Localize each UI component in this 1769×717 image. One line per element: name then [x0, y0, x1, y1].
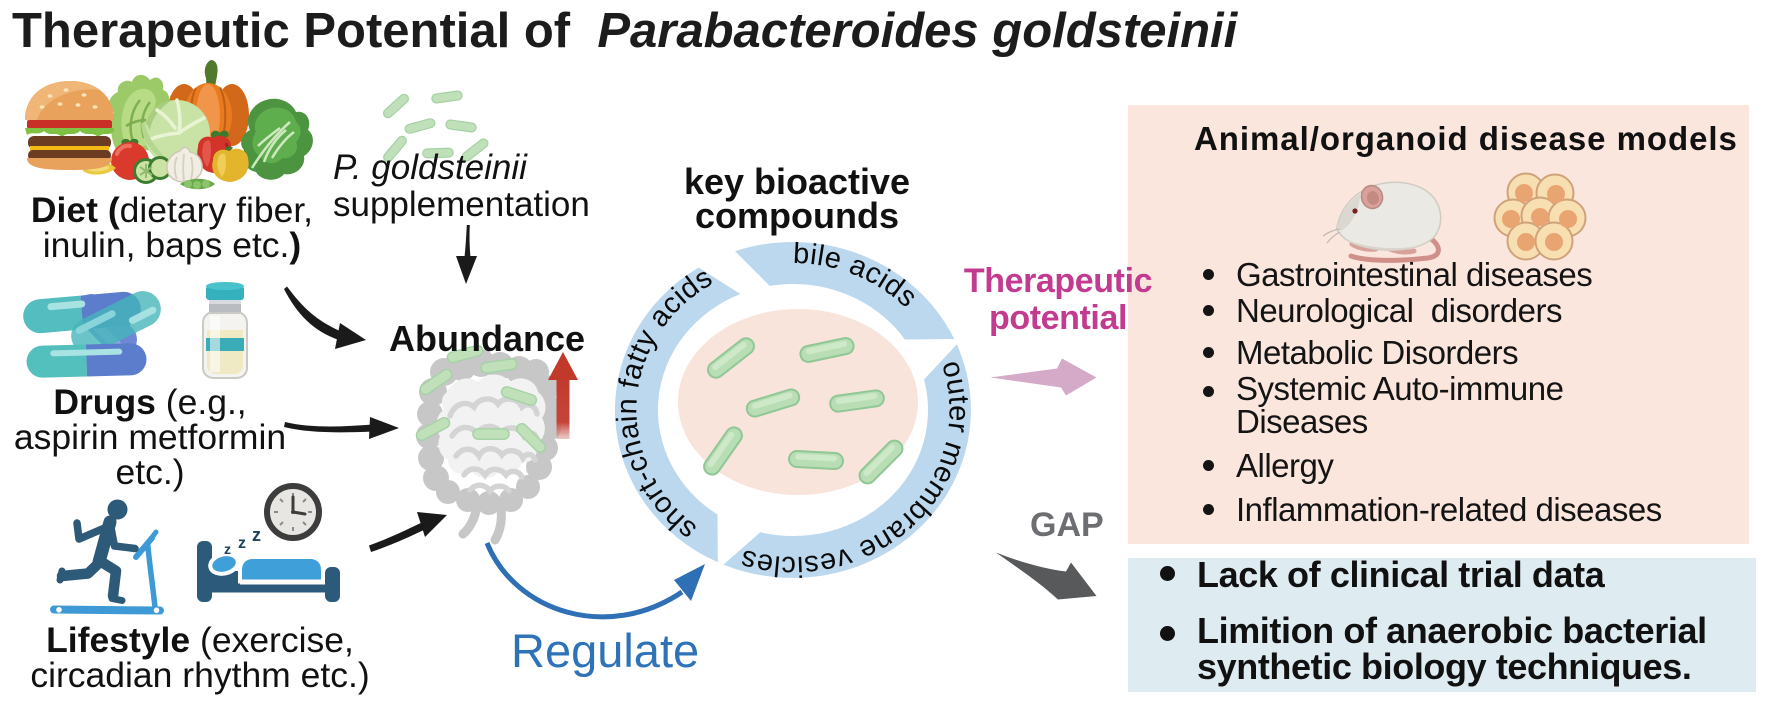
- svg-text:z: z: [224, 541, 231, 557]
- svg-text:z: z: [238, 535, 246, 552]
- svg-text:z: z: [252, 525, 261, 545]
